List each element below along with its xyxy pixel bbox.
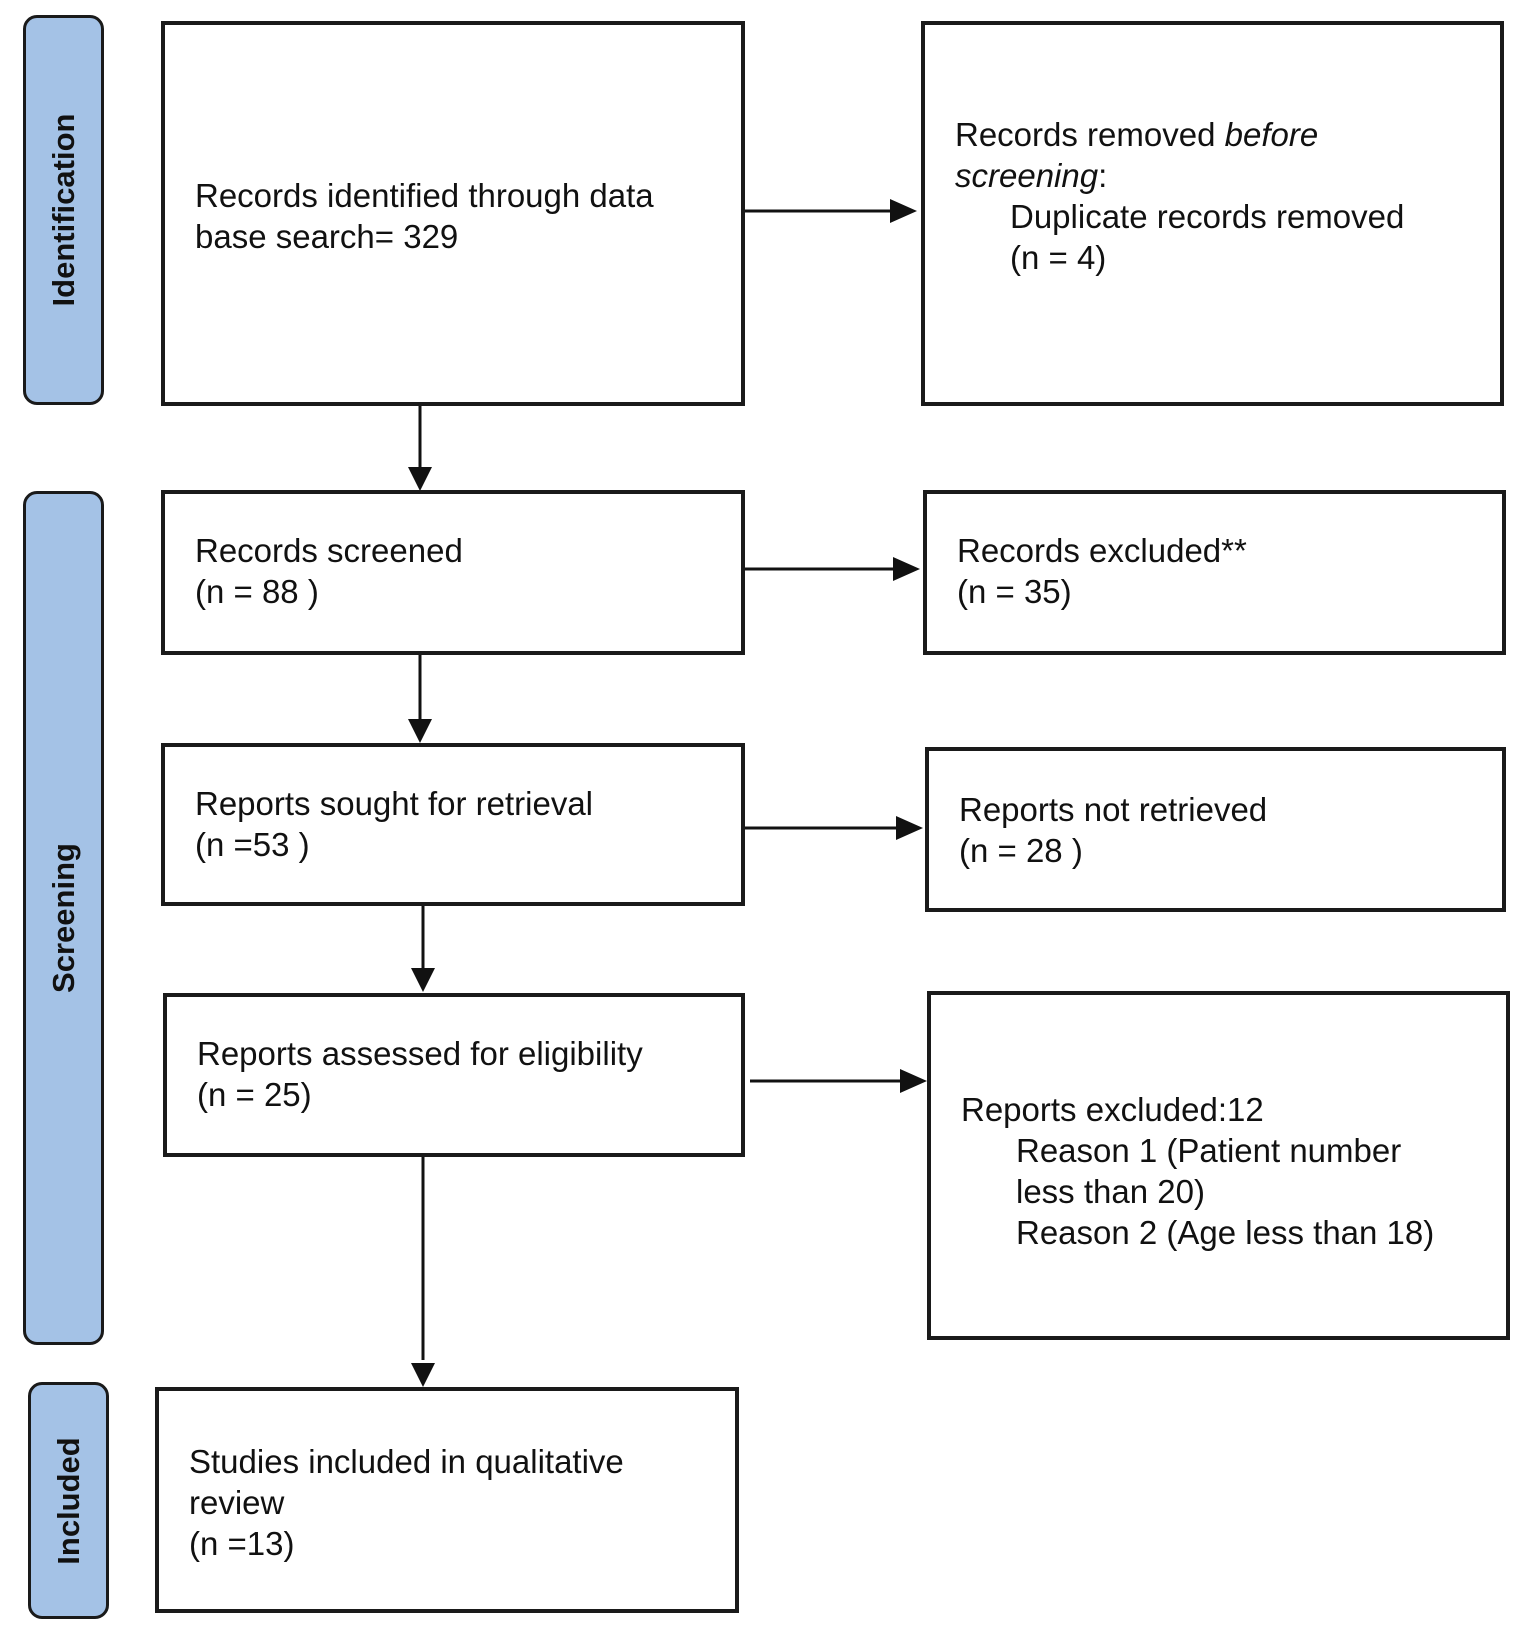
arrowhead-icon — [893, 557, 920, 581]
reports-not-retrieved-box: Reports not retrieved (n = 28 ) — [925, 747, 1506, 912]
records-removed-prefix: Records removed — [955, 116, 1225, 153]
reports-not-retrieved-label: Reports not retrieved — [959, 791, 1268, 828]
records-identified-line2: base search= 329 — [195, 218, 459, 255]
phase-identification: Identification — [23, 15, 104, 405]
records-excluded-count: (n = 35) — [957, 573, 1072, 610]
records-screened-box: Records screened (n = 88 ) — [161, 490, 745, 655]
reports-assessed-label: Reports assessed for eligibility — [197, 1035, 643, 1072]
records-removed-heading-2: screening: — [955, 155, 1486, 196]
records-identified-line1: Records identified through data — [195, 177, 654, 214]
records-removed-heading: Records removed before — [955, 114, 1486, 155]
arrowhead-icon — [408, 719, 432, 743]
records-removed-box: Records removed before screening: Duplic… — [921, 21, 1504, 406]
arrowhead-icon — [411, 1363, 435, 1387]
studies-included-line2: review — [189, 1484, 285, 1521]
reports-excluded-label: Reports excluded:12 — [961, 1091, 1264, 1128]
reports-excluded-box: Reports excluded:12 Reason 1 (Patient nu… — [927, 991, 1510, 1340]
reports-assessed-box: Reports assessed for eligibility (n = 25… — [163, 993, 745, 1157]
reports-not-retrieved-count: (n = 28 ) — [959, 832, 1083, 869]
arrowhead-icon — [900, 1069, 927, 1093]
reports-sought-label: Reports sought for retrieval — [195, 785, 594, 822]
records-excluded-label: Records excluded** — [957, 532, 1247, 569]
phase-included: Included — [28, 1382, 109, 1619]
records-identified-box: Records identified through data base sea… — [161, 21, 745, 406]
reason-2: Reason 2 (Age less than 18) — [1016, 1214, 1435, 1251]
duplicate-records-label: Duplicate records removed — [1010, 198, 1405, 235]
reason-1-line1: Reason 1 (Patient number — [1016, 1132, 1402, 1169]
arrowhead-icon — [408, 467, 432, 491]
reports-sought-count: (n =53 ) — [195, 826, 310, 863]
records-excluded-box: Records excluded** (n = 35) — [923, 490, 1506, 655]
studies-included-box: Studies included in qualitative review (… — [155, 1387, 739, 1613]
arrowhead-icon — [890, 199, 917, 223]
duplicate-records-count: (n = 4) — [1010, 239, 1107, 276]
records-screened-count: (n = 88 ) — [195, 573, 319, 610]
records-screened-label: Records screened — [195, 532, 463, 569]
arrowhead-icon — [896, 816, 923, 840]
records-removed-colon: : — [1098, 157, 1108, 194]
arrowhead-icon — [411, 968, 435, 992]
records-removed-screening: screening — [955, 157, 1099, 194]
studies-included-line1: Studies included in qualitative — [189, 1443, 624, 1480]
records-removed-before: before — [1224, 116, 1319, 153]
studies-included-count: (n =13) — [189, 1525, 295, 1562]
reason-1-line2: less than 20) — [1016, 1173, 1205, 1210]
phase-screening: Screening — [23, 491, 104, 1345]
reports-assessed-count: (n = 25) — [197, 1076, 312, 1113]
reports-sought-box: Reports sought for retrieval (n =53 ) — [161, 743, 745, 906]
